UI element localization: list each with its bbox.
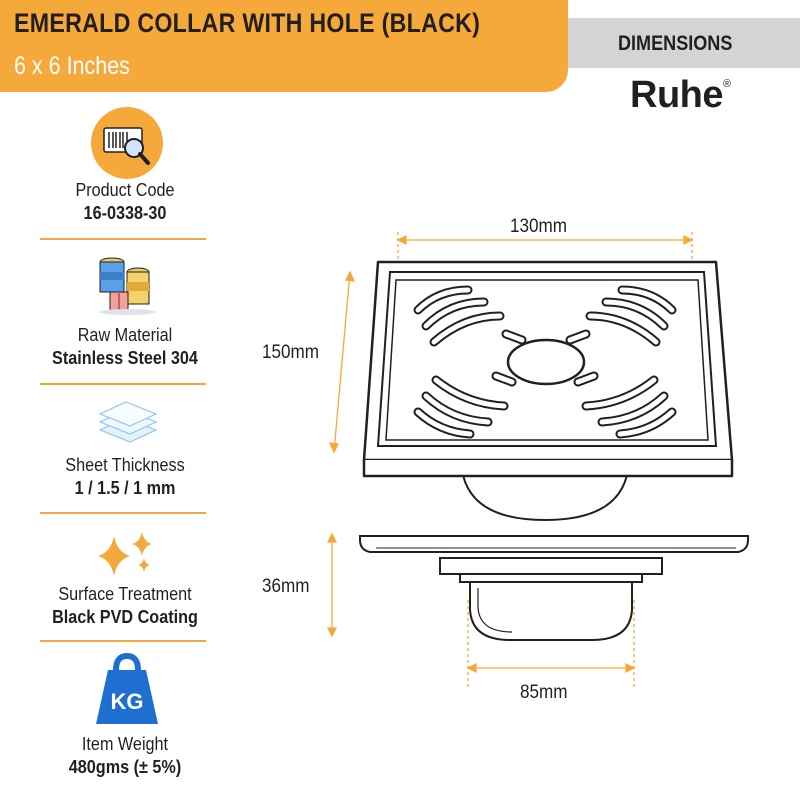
brand-logo: Ruhe® xyxy=(630,74,731,117)
dimensions-label: DIMENSIONS xyxy=(618,32,733,55)
top-height-label: 150mm xyxy=(262,342,320,363)
pipe-width-label: 85mm xyxy=(520,682,568,703)
width-dimension-line xyxy=(396,232,694,262)
spec-product-code: Product Code 16-0338-30 xyxy=(40,180,210,224)
spec-sheet-thickness: Sheet Thickness 1 / 1.5 / 1 mm xyxy=(40,455,210,499)
weight-kg-label: KG xyxy=(111,689,144,714)
barcode-magnifier-icon xyxy=(91,107,163,179)
height-dimension-line xyxy=(328,270,356,454)
spec-surface-treatment: Surface Treatment Black PVD Coating xyxy=(40,584,210,628)
spec-value: 16-0338-30 xyxy=(83,203,167,223)
weight-kg-icon: KG xyxy=(96,652,158,724)
pipe-width-dimension-line xyxy=(466,600,636,690)
divider xyxy=(40,238,206,240)
spec-label: Raw Material xyxy=(77,325,173,345)
spec-value: 1 / 1.5 / 1 mm xyxy=(74,478,176,498)
brand-logo-text: Ruhe xyxy=(630,74,724,116)
material-cans-icon xyxy=(99,257,155,315)
side-height-label: 36mm xyxy=(262,576,310,597)
dimensions-tab xyxy=(568,18,800,68)
spec-label: Item Weight xyxy=(81,734,169,754)
spec-label: Surface Treatment xyxy=(58,584,192,604)
spec-label: Sheet Thickness xyxy=(65,455,185,475)
product-title: EMERALD COLLAR WITH HOLE (BLACK) xyxy=(14,8,481,38)
top-width-label: 130mm xyxy=(510,216,568,237)
spec-value: Black PVD Coating xyxy=(52,607,198,627)
title-banner xyxy=(0,0,568,92)
spec-label: Product Code xyxy=(75,180,175,200)
product-size: 6 x 6 Inches xyxy=(14,52,130,80)
spec-value: Stainless Steel 304 xyxy=(52,348,198,368)
side-height-dimension-line xyxy=(326,532,338,638)
divider xyxy=(40,383,206,385)
divider xyxy=(40,640,206,642)
spec-raw-material: Raw Material Stainless Steel 304 xyxy=(40,325,210,369)
spec-item-weight: Item Weight 480gms (± 5%) xyxy=(40,734,210,778)
sheets-stack-icon xyxy=(98,401,158,443)
divider xyxy=(40,512,206,514)
spec-value: 480gms (± 5%) xyxy=(68,757,182,777)
sparkles-icon xyxy=(98,532,152,576)
registered-mark: ® xyxy=(723,78,731,90)
